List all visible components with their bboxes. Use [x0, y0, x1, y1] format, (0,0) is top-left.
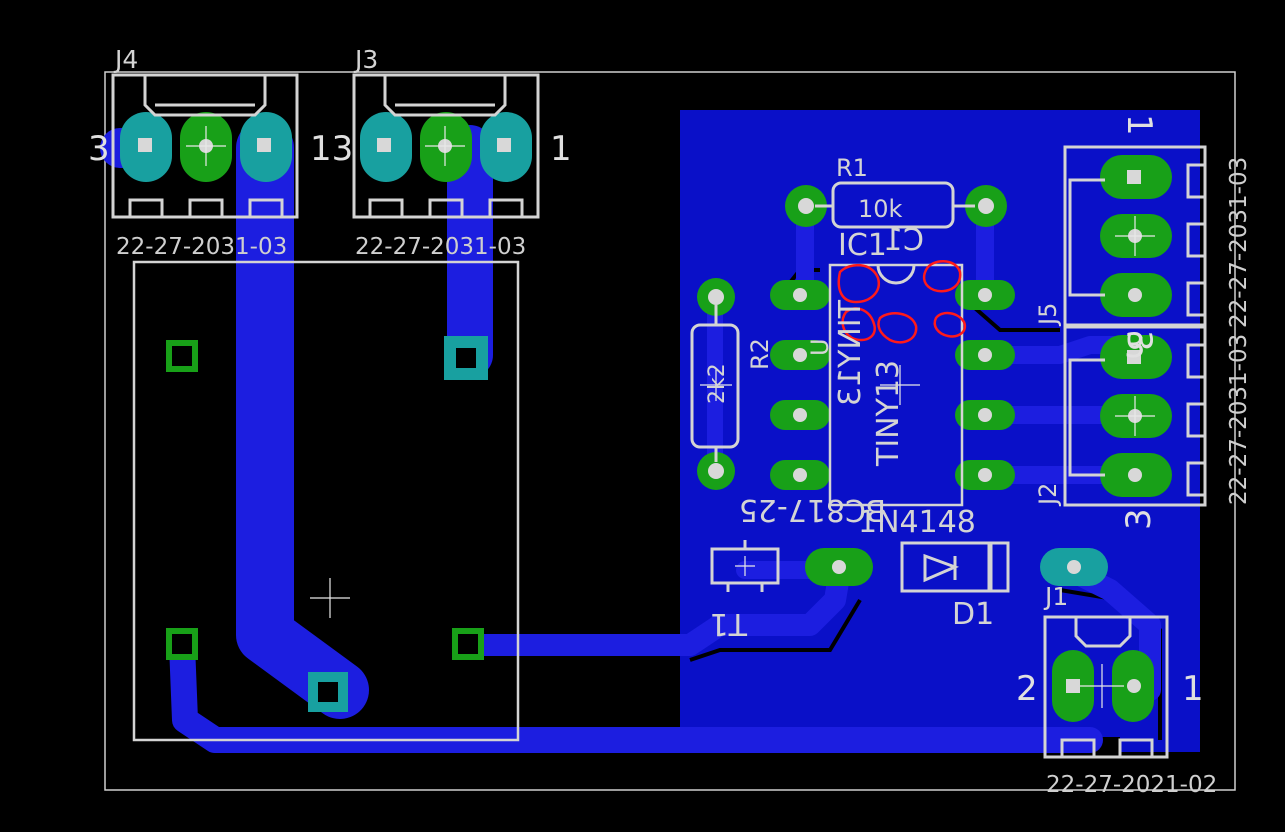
label-ic1-mirror: C1: [884, 223, 924, 258]
label-r1: R1: [836, 154, 868, 182]
label-t1: T1: [710, 606, 748, 641]
label-r2: R2: [746, 338, 774, 370]
label-ic-u: U: [806, 338, 834, 356]
pin-j1-left: 2: [1016, 669, 1038, 709]
origin-markers: [186, 126, 1155, 708]
pin-j2-bottom: 3: [1119, 508, 1159, 530]
label-j4: J4: [113, 45, 138, 74]
pin-j2-top: 3: [1124, 326, 1146, 366]
label-r1-value: 10k: [858, 195, 903, 223]
pads: [120, 112, 1172, 722]
pin-j4-left: 3: [88, 129, 110, 169]
partnum-j2: 22-27-2031-03: [1226, 334, 1252, 505]
label-j1: J1: [1043, 582, 1068, 611]
red-annotations: [837, 260, 967, 344]
partnum-j4: 22-27-2031-03: [116, 234, 287, 260]
label-r2-value: 2k2: [705, 363, 730, 404]
silkscreen: [111, 73, 1207, 759]
pin-j1-right: 1: [1182, 669, 1204, 709]
label-ic-part: TINY13: [871, 360, 906, 467]
pin-j5-top: 1: [1119, 114, 1159, 136]
label-d1-part: 1N4148: [858, 505, 976, 540]
label-t1-part: BC817-25: [739, 492, 886, 527]
label-j3: J3: [353, 45, 378, 74]
pin-j3-right: 1: [550, 129, 572, 169]
pin-j5-bottom: 3: [1119, 330, 1159, 352]
partnum-j5: 22-27-2031-03: [1226, 157, 1252, 328]
label-ic-part-mirror: TINY13: [833, 299, 868, 406]
label-d1: D1: [952, 597, 994, 632]
partnum-j1: 22-27-2021-02: [1046, 772, 1217, 798]
label-ic1: IC1: [838, 228, 887, 263]
label-j2: J2: [1034, 483, 1062, 507]
pin-j3-left: 13: [310, 129, 353, 169]
board-outline: [104, 71, 1236, 791]
partnum-j3: 22-27-2031-03: [355, 234, 526, 260]
label-j5: J5: [1034, 303, 1062, 327]
